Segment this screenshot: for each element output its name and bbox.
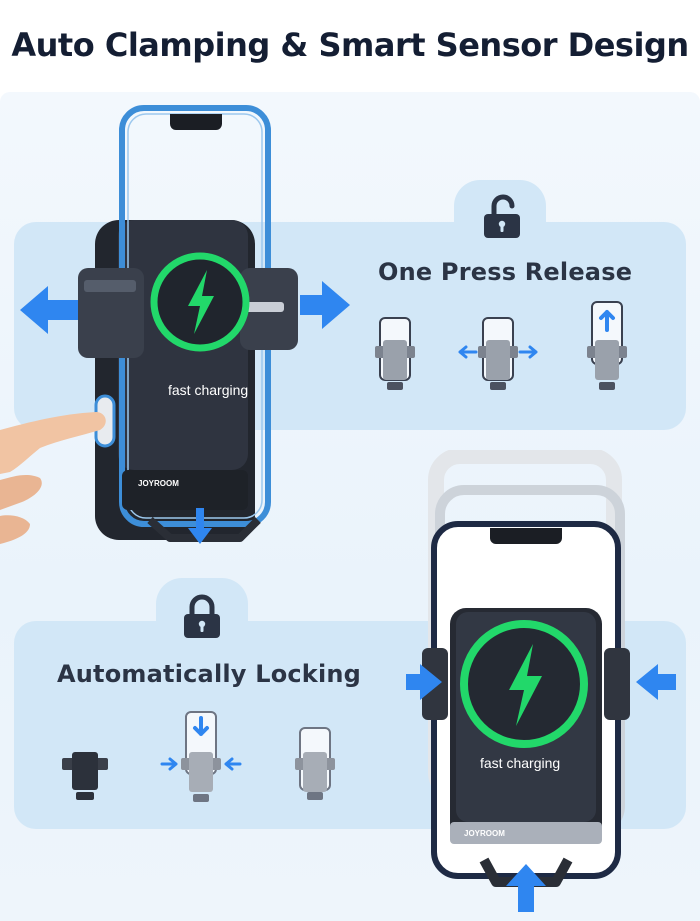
release-step-3-icon (587, 301, 627, 390)
release-holder-illustration: fast charging JOYROOM (0, 105, 350, 544)
release-feature-label: One Press Release (378, 258, 633, 286)
locking-brand-text: JOYROOM (464, 829, 505, 838)
page-title: Auto Clamping & Smart Sensor Design (11, 26, 689, 64)
locking-step-1-icon (62, 752, 108, 800)
locking-charge-text: fast charging (480, 755, 560, 771)
unlocked-padlock-icon (484, 194, 520, 238)
release-brand-text: JOYROOM (138, 479, 179, 488)
release-step-1-icon (375, 317, 415, 390)
locking-step-3-icon (295, 727, 335, 800)
locking-feature-label: Automatically Locking (57, 660, 362, 688)
locking-step-2-icon (160, 711, 242, 802)
locking-holder-illustration: fast charging JOYROOM (406, 450, 676, 912)
locked-padlock-icon (184, 594, 220, 638)
release-charge-text: fast charging (168, 382, 248, 398)
release-step-2-icon (458, 317, 538, 390)
